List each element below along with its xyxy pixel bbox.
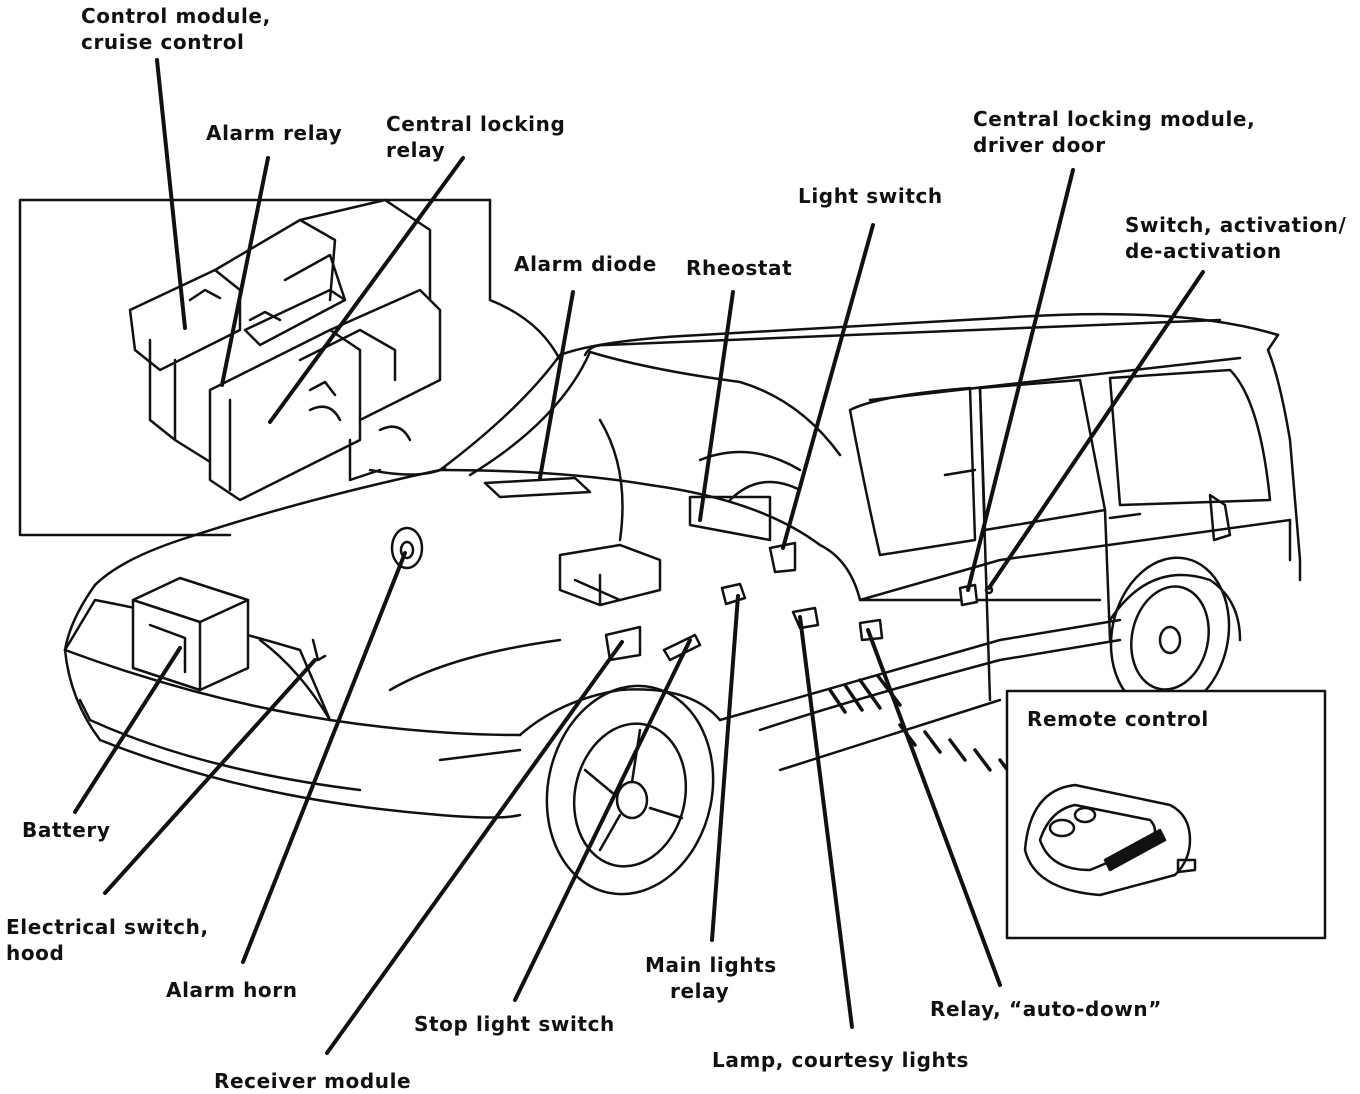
label-central-locking-module: Central locking module, driver door	[973, 107, 1256, 157]
label-alarm-horn: Alarm horn	[166, 978, 298, 1002]
components	[131, 476, 994, 692]
label-light-switch: Light switch	[798, 184, 943, 208]
label-main-lights-relay: Main lights relay	[645, 953, 777, 1003]
label-switch-activation: Switch, activation/ de-activation	[1125, 213, 1347, 263]
relay-block	[128, 198, 442, 502]
label-control-module-cruise-control: Control module, cruise control	[81, 4, 271, 54]
label-electrical-switch-hood: Electrical switch, hood	[6, 915, 209, 965]
label-central-locking-relay: Central locking relay	[386, 112, 566, 162]
label-stop-light-switch: Stop light switch	[414, 1012, 615, 1036]
leader-lines	[73, 58, 1205, 1055]
label-receiver-module: Receiver module	[214, 1069, 412, 1093]
label-alarm-diode: Alarm diode	[514, 252, 657, 276]
label-remote-control: Remote control	[1027, 707, 1209, 731]
label-alarm-relay: Alarm relay	[206, 121, 343, 145]
remote-control-inset	[1005, 689, 1327, 940]
remote-signal	[828, 674, 1017, 782]
label-relay-auto-down: Relay, “auto-down”	[930, 997, 1162, 1021]
label-battery: Battery	[22, 818, 111, 842]
label-lamp-courtesy-lights: Lamp, courtesy lights	[712, 1048, 970, 1072]
label-rheostat: Rheostat	[686, 256, 793, 280]
